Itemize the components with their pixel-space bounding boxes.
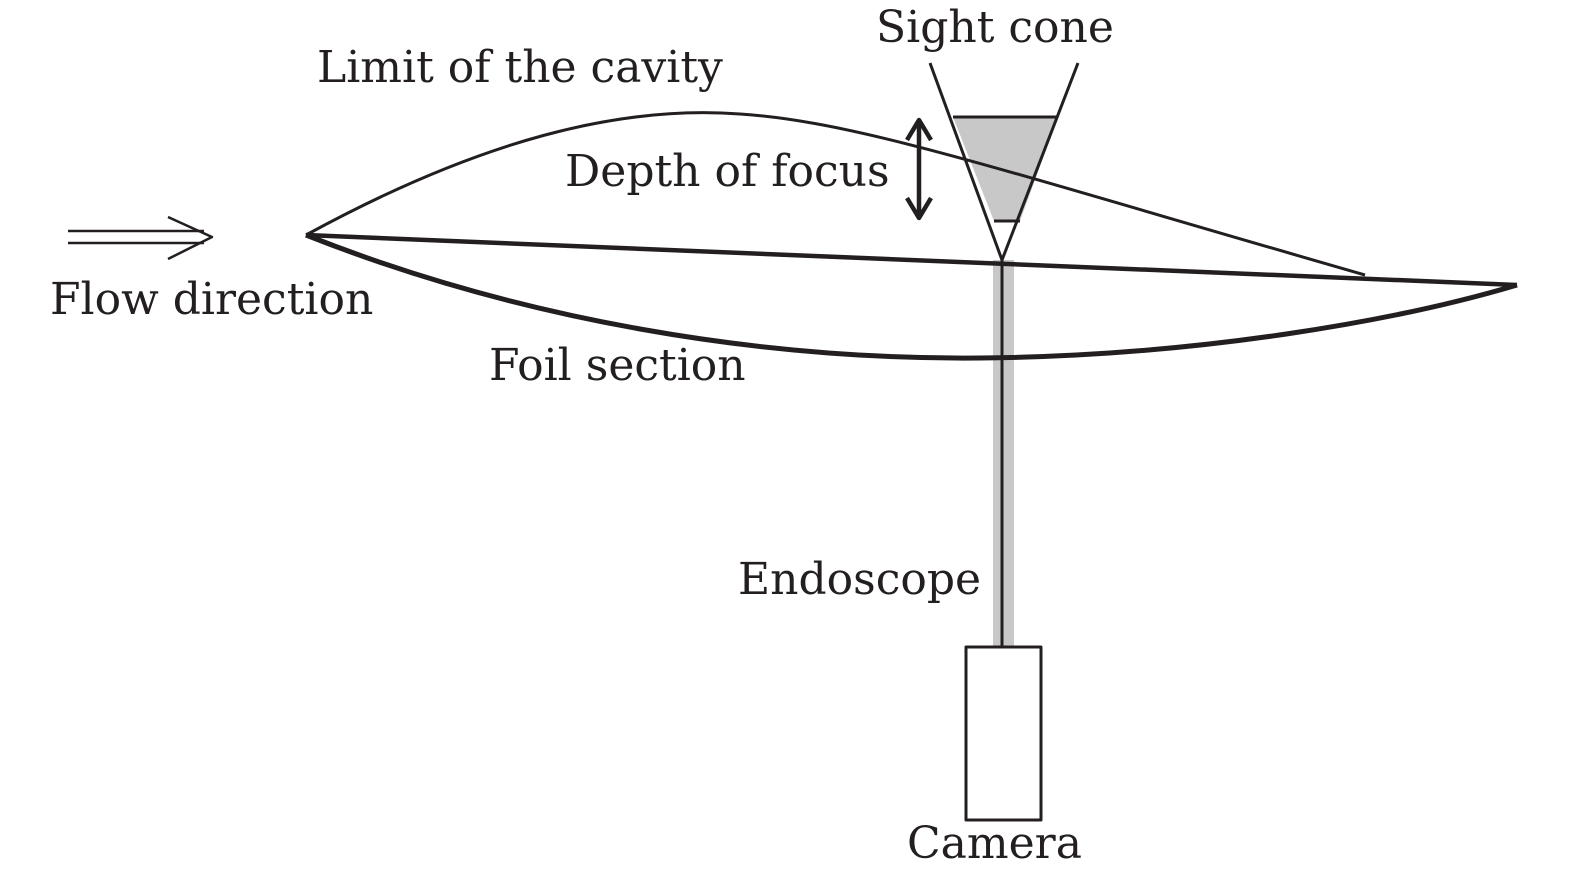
cavity-limit-label: Limit of the cavity (317, 42, 723, 93)
camera-box (964, 645, 1043, 822)
sight-cone-left (928, 62, 1004, 261)
sight-cone-right (1000, 62, 1080, 261)
flow-direction-label: Flow direction (50, 274, 374, 325)
depth-of-focus-label: Depth of focus (565, 146, 890, 197)
camera-label: Camera (907, 818, 1082, 869)
foil-section-label: Foil section (489, 340, 746, 391)
depth-of-focus-region (953, 117, 1058, 221)
cavity-limit-curve (305, 111, 1366, 277)
endoscope-label: Endoscope (738, 554, 982, 605)
foil-chord (305, 232, 1518, 288)
foil-lower-surface (305, 232, 1518, 361)
depth-of-focus-arrow (905, 117, 933, 221)
flow-direction-arrow (68, 215, 214, 261)
sight-cone-label: Sight cone (876, 2, 1114, 53)
